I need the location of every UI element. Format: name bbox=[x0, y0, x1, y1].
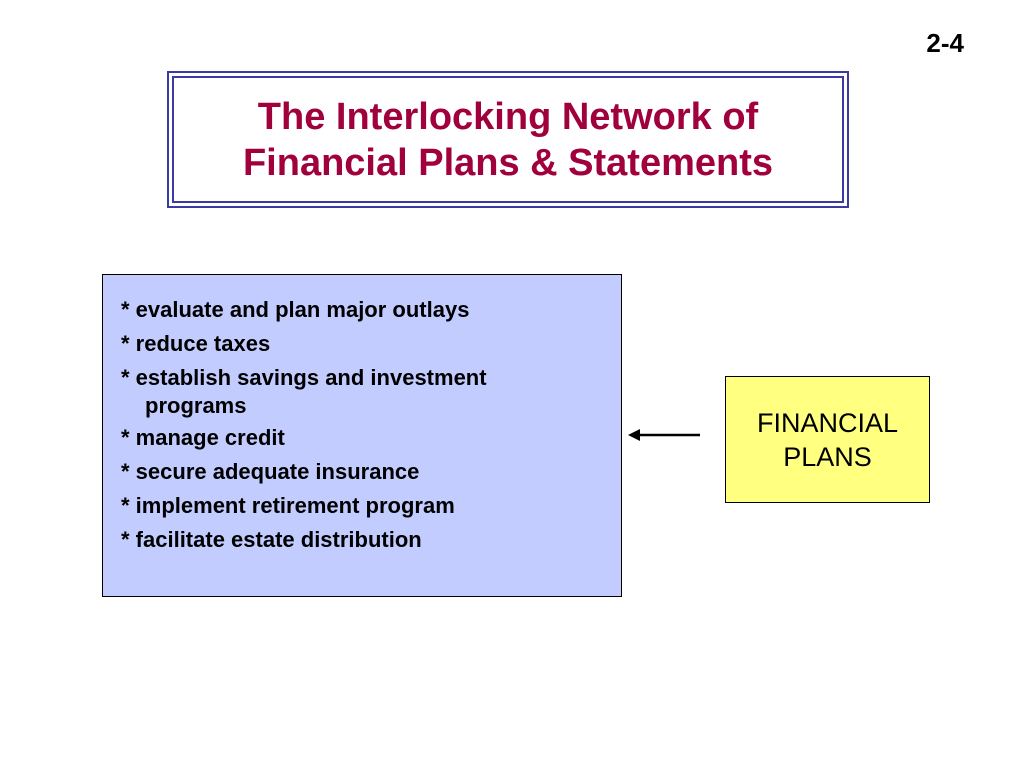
financial-plans-line-2: PLANS bbox=[783, 441, 872, 472]
arrow-left-icon bbox=[628, 429, 700, 441]
title-frame: The Interlocking Network of Financial Pl… bbox=[167, 71, 849, 208]
title-inner-frame: The Interlocking Network of Financial Pl… bbox=[172, 76, 844, 203]
goal-item-savings-investment-continued: programs bbox=[145, 393, 247, 418]
slide-number: 2-4 bbox=[926, 28, 964, 58]
financial-plans-box: FINANCIAL PLANS bbox=[725, 376, 930, 503]
goal-item-major-outlays: * evaluate and plan major outlays bbox=[121, 297, 470, 322]
goal-item-estate: * facilitate estate distribution bbox=[121, 527, 422, 552]
goal-item-manage-credit: * manage credit bbox=[121, 425, 285, 450]
page-title-line-2: Financial Plans & Statements bbox=[242, 141, 774, 184]
page-title-line-1: The Interlocking Network of bbox=[257, 95, 759, 138]
goal-item-insurance: * secure adequate insurance bbox=[121, 459, 420, 484]
goals-box: * evaluate and plan major outlays * redu… bbox=[102, 274, 622, 597]
financial-plans-line-1: FINANCIAL bbox=[756, 407, 899, 438]
goal-item-reduce-taxes: * reduce taxes bbox=[121, 331, 271, 356]
goal-item-retirement: * implement retirement program bbox=[121, 493, 455, 518]
goal-item-savings-investment: * establish savings and investment bbox=[121, 365, 487, 390]
